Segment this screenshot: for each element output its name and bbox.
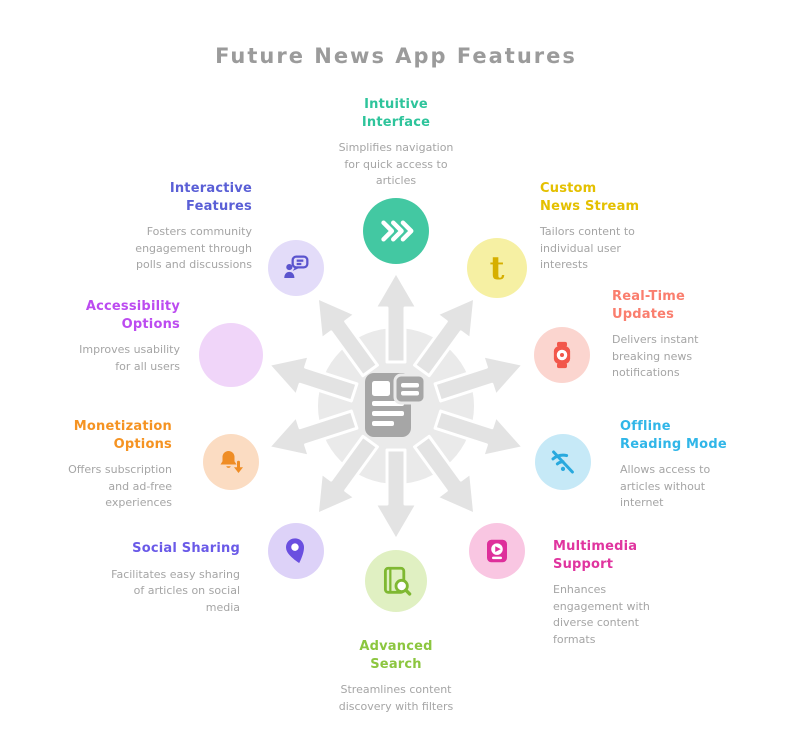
feature-custom-news-stream: Custom News Stream Tailors content to in…: [540, 180, 680, 274]
feature-advanced-search: Advanced Search Streamlines content disc…: [306, 638, 486, 715]
bell-download-icon: [220, 451, 243, 473]
arrow-icon: [413, 434, 477, 516]
circle-offline-reading-mode: [535, 434, 591, 490]
feature-title: Multimedia Support: [553, 539, 638, 572]
feature-description: Streamlines content discovery with filte…: [338, 683, 454, 713]
feature-real-time-updates: Real-Time Updates Delivers instant break…: [612, 288, 742, 382]
feature-description: Simplifies navigation for quick access t…: [338, 141, 454, 188]
arrow-icon: [315, 434, 379, 516]
feature-title: Social Sharing: [132, 541, 240, 556]
video-file-icon: [487, 539, 507, 563]
feature-title: Monetization Options: [73, 419, 172, 452]
feature-description: Fosters community engagement through pol…: [135, 225, 252, 272]
circle-monetization-options: [203, 434, 259, 490]
circle-real-time-updates: [534, 327, 590, 383]
wifi-off-icon: [551, 450, 574, 474]
feature-title: Real-Time Updates: [612, 289, 686, 322]
circle-social-sharing: [268, 523, 324, 579]
arrow-down-icon: [373, 448, 419, 542]
arrow-icon: [433, 354, 525, 403]
circle-multimedia-support: [469, 523, 525, 579]
arrow-icon: [315, 296, 379, 378]
map-pin-icon: [286, 538, 305, 564]
feature-title: Offline Reading Mode: [620, 419, 727, 452]
feature-multimedia-support: Multimedia Support Enhances engagement w…: [553, 538, 683, 648]
arrow-up-icon: [373, 270, 419, 364]
arrow-icon: [267, 354, 359, 403]
circle-advanced-search: [365, 550, 427, 612]
feature-intuitive-interface: Intuitive Interface Simplifies navigatio…: [306, 96, 486, 190]
radial-arrows: [267, 270, 525, 542]
arrow-icon: [433, 409, 525, 458]
feature-description: Offers subscription and ad-free experien…: [68, 463, 172, 510]
person-chat-icon: [284, 255, 309, 278]
feature-title: Advanced Search: [359, 639, 433, 672]
arrow-icon: [413, 296, 477, 378]
feature-description: Enhances engagement with diverse content…: [553, 583, 650, 646]
feature-interactive-features: Interactive Features Fosters community e…: [82, 180, 252, 274]
feature-offline-reading-mode: Offline Reading Mode Allows access to ar…: [620, 418, 750, 512]
feature-accessibility-options: Accessibility Options Improves usability…: [20, 298, 180, 375]
tumblr-t-icon: t: [489, 249, 505, 287]
feature-title: Intuitive Interface: [361, 97, 431, 130]
fast-forward-icon: [381, 220, 414, 242]
circle-intuitive-interface: [363, 198, 429, 264]
news-app-icon: [365, 373, 427, 437]
arrow-icon: [267, 409, 359, 458]
feature-description: Improves usability for all users: [79, 343, 180, 373]
circle-accessibility-options: [199, 323, 263, 387]
page-title: Future News App Features: [215, 44, 577, 68]
feature-monetization-options: Monetization Options Offers subscription…: [12, 418, 172, 512]
feature-social-sharing: Social Sharing Facilitates easy sharing …: [70, 540, 240, 616]
circle-interactive-features: [268, 240, 324, 296]
feature-description: Delivers instant breaking news notificat…: [612, 333, 699, 380]
book-search-icon: [383, 566, 412, 596]
feature-description: Facilitates easy sharing of articles on …: [111, 567, 240, 614]
smartwatch-icon: [553, 341, 571, 369]
feature-title: Interactive Features: [169, 181, 252, 214]
circle-custom-news-stream: t: [467, 238, 527, 298]
feature-title: Accessibility Options: [85, 299, 180, 332]
feature-description: Tailors content to individual user inter…: [540, 225, 635, 272]
feature-title: Custom News Stream: [540, 181, 640, 214]
feature-description: Allows access to articles without intern…: [620, 463, 711, 510]
